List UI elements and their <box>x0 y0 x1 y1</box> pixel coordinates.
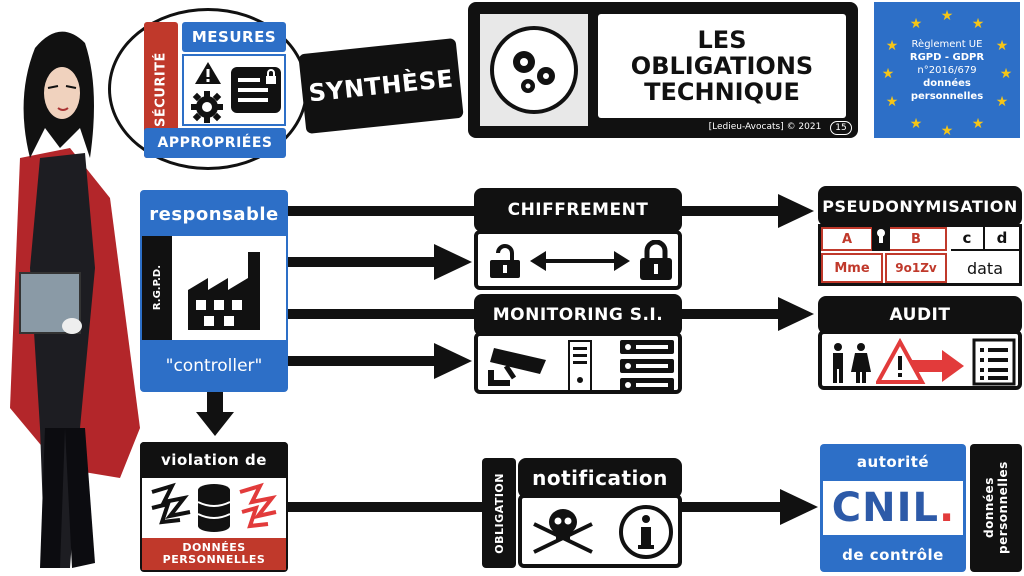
pseudo-header: PSEUDONYMISATION <box>818 186 1022 226</box>
pseudo-cell-d: d <box>985 227 1019 251</box>
title-box: LES OBLIGATIONS TECHNIQUE <box>598 14 846 118</box>
monitoring-header: MONITORING S.I. <box>474 294 682 336</box>
data-breach-icon <box>151 482 277 532</box>
page-number: 15 <box>830 121 852 135</box>
appropriees-label: APPROPRIÉES <box>144 128 286 158</box>
eu-line5: personnelles <box>910 90 984 102</box>
svg-text:★: ★ <box>910 16 923 32</box>
pseudo-cell-a: A <box>821 227 873 251</box>
svg-text:★: ★ <box>941 123 954 138</box>
server-rack-icon <box>620 340 674 392</box>
cnil-controle-label: de contrôle <box>820 538 966 572</box>
violation-bottom-label: DONNÉES PERSONNELLES <box>142 538 286 570</box>
factory-icon <box>188 252 260 330</box>
secure-document-icon <box>231 67 281 113</box>
cnil-dot-icon: . <box>939 485 955 531</box>
unlock-icon <box>490 244 520 278</box>
pseudo-cell-mme: Mme <box>821 253 883 283</box>
controller-label: "controller" <box>165 356 263 376</box>
title-line1: LES <box>697 26 747 54</box>
chiffrement-panel <box>474 230 682 290</box>
audit-panel <box>818 330 1022 390</box>
rgpd-label: R.G.P.D. <box>151 265 163 311</box>
obligation-tab: OBLIGATION <box>482 458 516 568</box>
title-line3: TECHNIQUE <box>644 78 800 106</box>
eu-line1: Règlement UE <box>911 38 983 50</box>
warning-icon <box>195 62 221 84</box>
lock-icon <box>640 240 672 280</box>
binary-gears-image <box>480 14 588 126</box>
cnil-side-label: données personnelles <box>982 461 1010 555</box>
violation-top-label: violation de <box>140 442 288 478</box>
obligation-label: OBLIGATION <box>492 472 506 554</box>
eu-line2: RGPD - GDPR <box>909 51 985 63</box>
gears-icon <box>490 26 578 114</box>
cctv-camera-icon <box>488 348 546 386</box>
security-icons-panel <box>182 54 286 126</box>
warning-arrow-icon <box>876 338 964 384</box>
double-arrow-icon <box>530 251 630 271</box>
responsable-label: responsable <box>149 203 279 225</box>
monitoring-panel <box>474 332 682 394</box>
info-icon <box>619 505 673 559</box>
factory-panel: R.G.P.D. <box>142 236 286 340</box>
notification-panel <box>518 494 682 568</box>
svg-text:★: ★ <box>996 94 1009 110</box>
eu-line4: données <box>923 77 971 89</box>
eu-flag-box: ★ ★ ★ ★ ★ ★ ★ ★ ★ ★ ★ ★ Règlement UE RGPD - GDP… <box>874 2 1020 138</box>
pseudo-cell-b: B <box>885 227 947 251</box>
keyhole-lock-icon <box>872 223 890 251</box>
svg-text:★: ★ <box>941 8 954 24</box>
gear-icon <box>191 91 223 123</box>
mesures-label: MESURES <box>182 22 286 52</box>
checklist-icon <box>972 338 1016 386</box>
svg-text:★: ★ <box>886 38 899 54</box>
cnil-autorite-label: autorité <box>820 444 966 480</box>
svg-text:★: ★ <box>972 116 985 132</box>
svg-text:★: ★ <box>886 94 899 110</box>
credit-text: [Ledieu-Avocats] © 2021 <box>708 122 822 132</box>
svg-text:★: ★ <box>910 116 923 132</box>
notification-header: notification <box>518 458 682 498</box>
character-illustration <box>10 31 140 568</box>
title-line2: OBLIGATIONS <box>630 52 814 80</box>
cnil-logo-box: CNIL. <box>820 478 966 538</box>
chiffrement-header: CHIFFREMENT <box>474 188 682 232</box>
pseudo-cell-c: c <box>951 227 985 251</box>
synthese-text: SYNTHÈSE <box>307 64 455 108</box>
eu-stars-icon: ★ ★ ★ ★ ★ ★ ★ ★ ★ ★ ★ ★ <box>882 8 1013 138</box>
svg-text:★: ★ <box>972 16 985 32</box>
svg-text:★: ★ <box>882 66 895 82</box>
pseudo-table: A B c d Mme 9o1Zv data <box>818 223 1022 286</box>
audit-header: AUDIT <box>818 296 1022 334</box>
server-icon <box>568 340 592 392</box>
pseudo-cell-data: data <box>966 258 1004 278</box>
synthese-tag: SYNTHÈSE <box>298 37 464 135</box>
svg-text:★: ★ <box>1000 66 1013 82</box>
cnil-logo: CNIL <box>831 485 939 531</box>
eu-line3: n°2016/679 <box>917 64 977 76</box>
pirate-icon <box>533 509 593 554</box>
svg-text:★: ★ <box>996 38 1009 54</box>
people-icon <box>833 343 871 383</box>
pseudo-cell-code: 9o1Zv <box>885 253 947 283</box>
cnil-side-tab: données personnelles <box>970 444 1022 572</box>
